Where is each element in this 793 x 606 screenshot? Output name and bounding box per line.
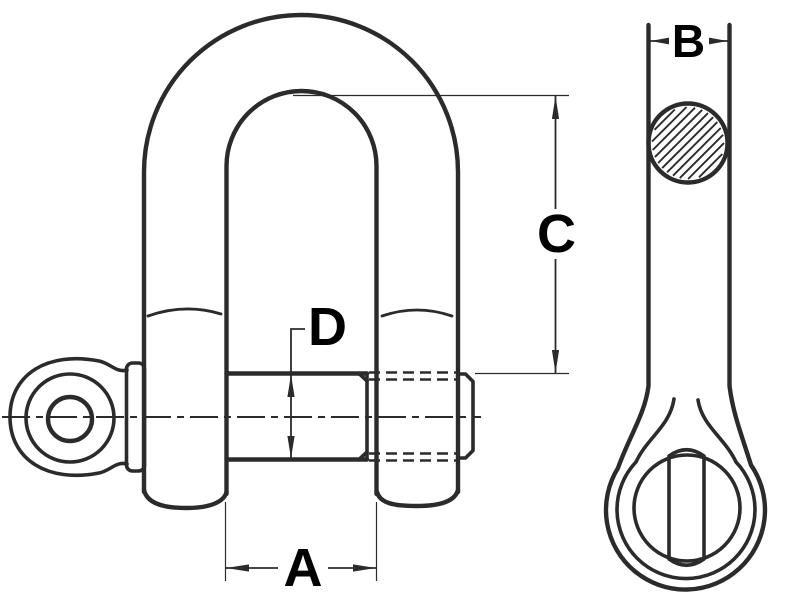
dim-c-arrow-bottom [551, 350, 560, 373]
dimension-label-b: B [672, 15, 705, 67]
dim-a-arrow-left [226, 564, 249, 572]
dim-d-leader [290, 328, 305, 458]
dim-d-arrow-down [287, 436, 295, 459]
left-leg-boss-arc [146, 307, 223, 318]
right-leg-foot [374, 487, 461, 509]
pin-shank-chamfer-top [357, 371, 369, 383]
bow-section-circle [646, 101, 730, 185]
bow-inner-outline [224, 88, 379, 497]
side-pin-head-bar [667, 447, 706, 568]
dim-d-arrow-up [287, 374, 295, 397]
dim-b-arrow-right [709, 37, 728, 45]
dimension-b: B [650, 15, 728, 67]
dim-a-arrow-right [353, 564, 376, 572]
side-eye-inner-contour [615, 397, 757, 581]
pin-head-eye-hole [45, 394, 95, 444]
pin-shank-chamfer-bottom [357, 450, 369, 462]
side-view [603, 22, 768, 592]
dimension-a: A [224, 502, 378, 598]
dimension-label-d: D [308, 297, 347, 357]
dimension-c: C [293, 94, 576, 375]
pin-head [8, 356, 147, 478]
thread-hidden-lines [369, 371, 457, 462]
left-leg-foot [141, 487, 229, 511]
section-hatch [651, 106, 725, 180]
side-pin-head-circle [632, 453, 742, 563]
bow-outer-outline [141, 12, 461, 495]
dim-c-arrow-top [551, 96, 560, 119]
dimension-label-a: A [284, 538, 323, 598]
front-view [2, 12, 481, 511]
dimension-d: D [287, 297, 347, 459]
dim-b-arrow-left [650, 37, 669, 45]
right-leg-boss-arc [380, 308, 454, 318]
side-body-outline [603, 22, 768, 592]
dimension-label-c: C [537, 204, 576, 264]
